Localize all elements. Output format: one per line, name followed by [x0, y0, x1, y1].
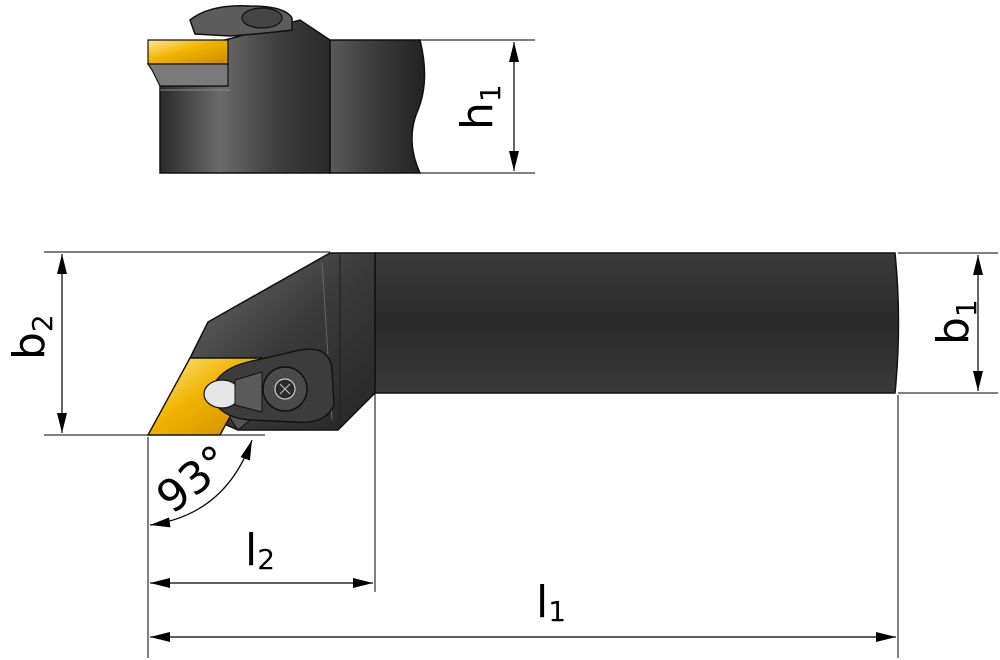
- side-view-insert-seat: [146, 63, 229, 87]
- h1-label: h1: [452, 84, 507, 130]
- side-view: h1: [146, 5, 535, 174]
- side-view-insert: [147, 39, 229, 65]
- top-view: b2 b1 93° l2 l1: [4, 251, 998, 658]
- l1-label: l1: [536, 577, 566, 628]
- l2-label: l2: [245, 525, 275, 576]
- top-view-shank: [374, 252, 900, 394]
- angle-label: 93°: [147, 435, 240, 523]
- side-view-shank: [329, 39, 426, 174]
- b1-label: b1: [928, 299, 983, 345]
- angle-arc: [149, 439, 253, 528]
- side-view-clamp-screw: [241, 7, 283, 29]
- b2-label: b2: [4, 314, 59, 360]
